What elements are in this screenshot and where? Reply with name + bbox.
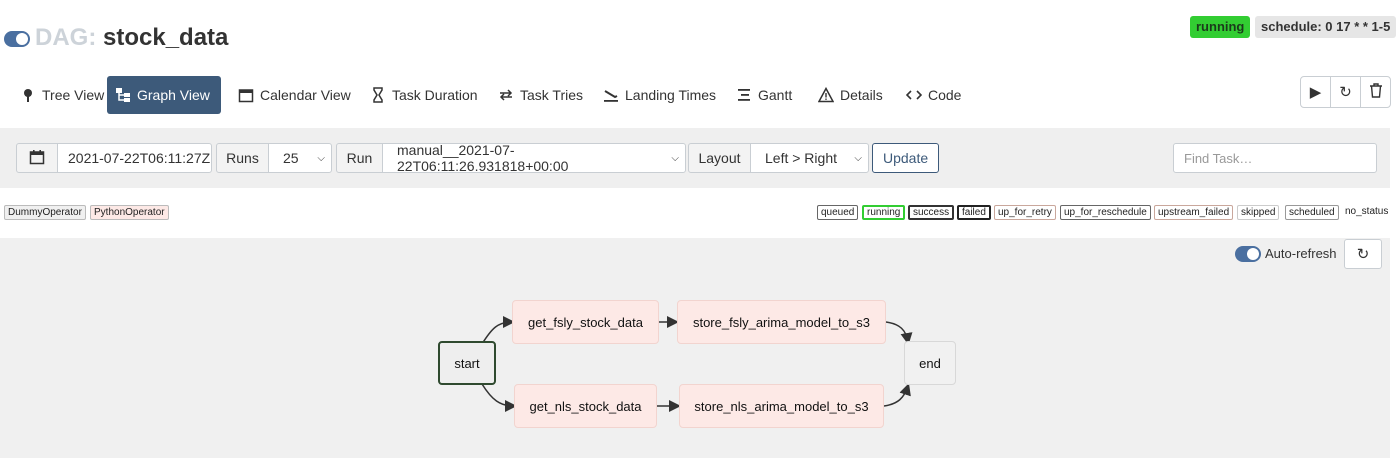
date-picker-button[interactable] — [16, 143, 58, 173]
operator-legend-python: PythonOperator — [90, 205, 169, 220]
status-legend-skipped: skipped — [1237, 205, 1280, 220]
tree-icon — [20, 87, 36, 103]
dag-actions: ▶ ↻ — [1300, 76, 1391, 108]
runs-label: Runs — [216, 143, 269, 173]
dag-prefix: DAG: — [35, 24, 97, 51]
refresh-dag-button[interactable]: ↻ — [1331, 77, 1361, 107]
status-legend-scheduled: scheduled — [1285, 205, 1339, 220]
refresh-icon: ↻ — [1339, 84, 1352, 101]
retry-icon — [498, 87, 514, 103]
warning-icon — [817, 86, 835, 103]
layout-label: Layout — [688, 143, 751, 173]
status-legend-success: success — [908, 205, 955, 220]
status-legend-up-for-retry: up_for_retry — [994, 205, 1056, 220]
run-select[interactable]: manual__2021-07-22T06:11:26.931818+00:00… — [382, 142, 686, 174]
tab-label: Details — [840, 87, 883, 103]
chevron-down-icon: ⌵ — [854, 152, 862, 164]
execution-date-input[interactable]: 2021-07-22T06:11:27Z — [57, 143, 212, 173]
run-value: manual__2021-07-22T06:11:26.931818+00:00 — [397, 142, 569, 174]
edge-store-fsly-end — [885, 321, 913, 345]
task-node-start[interactable]: start — [438, 341, 496, 385]
graph-edges — [481, 316, 913, 412]
find-task-input[interactable] — [1173, 143, 1377, 173]
auto-refresh-label: Auto-refresh — [1265, 246, 1337, 261]
tab-label: Graph View — [137, 87, 210, 103]
delete-dag-button[interactable] — [1361, 77, 1390, 107]
landing-icon — [603, 87, 619, 103]
calendar-icon — [238, 87, 254, 103]
play-icon: ▶ — [1309, 84, 1322, 101]
execution-date-value: 2021-07-22T06:11:27Z — [68, 150, 211, 166]
page-title: DAG: stock_data — [35, 24, 228, 52]
edge-store-nls-end — [883, 383, 911, 407]
dag-paused-toggle[interactable] — [4, 31, 30, 47]
task-node-get-nls-stock-data[interactable]: get_nls_stock_data — [514, 384, 657, 428]
calendar-icon — [29, 149, 45, 168]
status-legend-failed: failed — [957, 205, 991, 220]
tab-landing-times[interactable]: Landing Times — [595, 76, 724, 114]
dag-name: stock_data — [103, 24, 229, 51]
tab-label: Tree View — [42, 87, 105, 103]
tab-label: Landing Times — [625, 87, 717, 103]
trash-icon — [1369, 82, 1383, 102]
tab-label: Gantt — [758, 87, 793, 103]
run-label: Run — [336, 143, 383, 173]
task-node-store-fsly-arima-model[interactable]: store_fsly_arima_model_to_s3 — [677, 300, 886, 344]
tab-tree-view[interactable]: Tree View — [12, 76, 112, 114]
trigger-dag-button[interactable]: ▶ — [1301, 77, 1331, 107]
tab-graph-view[interactable]: Graph View — [107, 76, 221, 114]
layout-select[interactable]: Left > Right ⌵ — [750, 143, 869, 173]
schedule-badge: schedule: 0 17 * * 1-5 — [1255, 16, 1397, 38]
hourglass-icon — [370, 87, 386, 103]
task-node-get-fsly-stock-data[interactable]: get_fsly_stock_data — [512, 300, 659, 344]
task-node-end[interactable]: end — [904, 341, 956, 385]
tab-label: Calendar View — [260, 87, 351, 103]
update-button[interactable]: Update — [872, 143, 940, 173]
code-icon — [905, 87, 923, 103]
edge-start-get-fsly — [481, 316, 515, 345]
tab-calendar-view[interactable]: Calendar View — [230, 76, 359, 114]
task-node-store-nls-arima-model[interactable]: store_nls_arima_model_to_s3 — [679, 384, 884, 428]
refresh-icon: ↻ — [1356, 246, 1370, 263]
tab-label: Task Duration — [392, 87, 478, 103]
layout-value: Left > Right — [765, 150, 837, 166]
graph-icon — [115, 87, 131, 103]
auto-refresh-toggle[interactable] — [1235, 246, 1261, 262]
gantt-icon — [736, 87, 752, 103]
layout-label-text: Layout — [698, 150, 741, 166]
edge-start-get-nls — [481, 383, 517, 412]
status-legend-running: running — [862, 205, 906, 220]
status-legend-upstream-failed: upstream_failed — [1154, 205, 1234, 220]
graph-refresh-button[interactable]: ↻ — [1344, 239, 1382, 269]
tab-task-tries[interactable]: Task Tries — [490, 76, 591, 114]
tab-task-duration[interactable]: Task Duration — [362, 76, 486, 114]
tab-gantt[interactable]: Gantt — [728, 76, 800, 114]
tab-code[interactable]: Code — [898, 76, 969, 114]
operator-legend-dummy: DummyOperator — [4, 205, 86, 220]
tab-details[interactable]: Details — [810, 76, 891, 114]
runs-value: 25 — [283, 150, 299, 166]
chevron-down-icon: ⌵ — [317, 152, 325, 164]
status-legend-no-status: no_status — [1345, 206, 1389, 217]
tab-label: Task Tries — [520, 87, 584, 103]
run-label-text: Run — [346, 150, 373, 166]
status-legend-queued: queued — [817, 205, 859, 220]
tab-label: Code — [928, 87, 962, 103]
dag-state-badge: running — [1190, 16, 1251, 38]
chevron-down-icon: ⌵ — [671, 152, 679, 164]
runs-select[interactable]: 25 ⌵ — [268, 143, 332, 173]
runs-label-text: Runs — [226, 150, 259, 166]
status-legend-up-for-reschedule: up_for_reschedule — [1060, 205, 1151, 220]
